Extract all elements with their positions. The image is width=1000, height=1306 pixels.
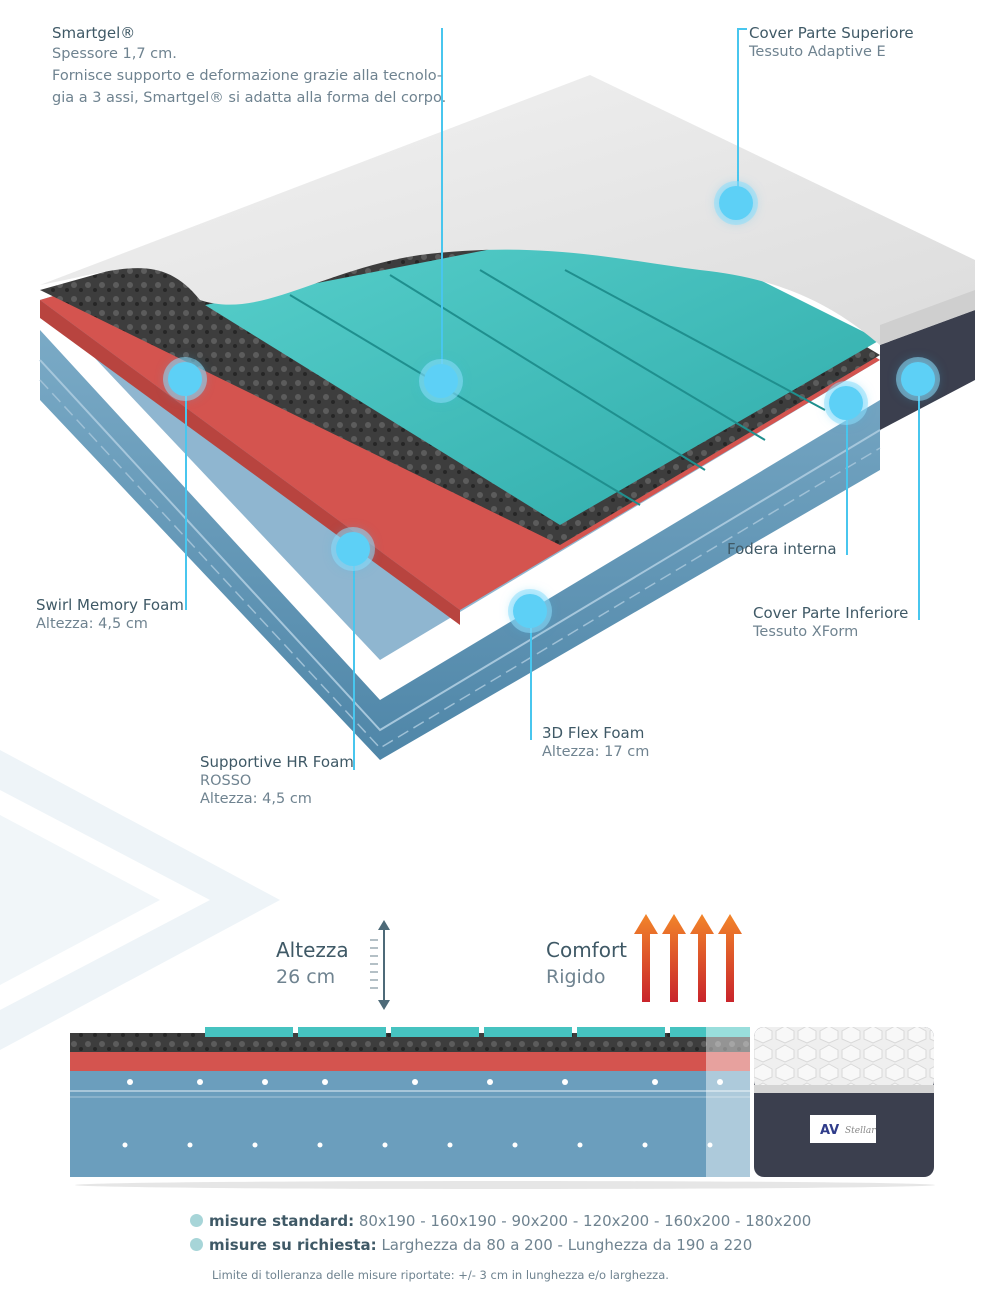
svg-text:AV: AV (820, 1123, 839, 1138)
standard-sizes-label: misure standard: (209, 1212, 355, 1230)
flex3d-sub: Altezza: 17 cm (542, 744, 650, 760)
cover-top-label: Cover Parte Superiore Tessuto Adaptive E (749, 24, 914, 60)
swirl-title: Swirl Memory Foam (36, 596, 184, 614)
cover-top-sub: Tessuto Adaptive E (749, 44, 886, 60)
fodera-label: Fodera interna (727, 540, 837, 558)
height-arrow-icon (370, 920, 390, 1010)
custom-sizes-bullet (190, 1238, 203, 1251)
smartgel-line-1: Spessore 1,7 cm. (52, 46, 177, 62)
mattress-cross-section: AV Stellar (70, 1027, 935, 1189)
comfort-value: Rigido (546, 966, 606, 988)
smartgel-label: Smartgel® Spessore 1,7 cm. Fornisce supp… (52, 24, 446, 109)
hr-leader-line (353, 555, 355, 770)
comfort-title: Comfort (546, 938, 628, 962)
fodera-callout-dot (829, 386, 863, 420)
cover-bottom-title: Cover Parte Inferiore (753, 604, 909, 622)
height-title: Altezza (276, 938, 349, 962)
cover-bottom-sub: Tessuto XForm (753, 624, 859, 640)
swirl-sub: Altezza: 4,5 cm (36, 616, 148, 632)
fodera-leader-line (846, 410, 848, 555)
swirl-leader-line (185, 385, 187, 610)
hr-title: Supportive HR Foam (200, 753, 354, 771)
hr-sub-2: Altezza: 4,5 cm (200, 791, 312, 807)
standard-sizes-bullet (190, 1214, 203, 1227)
cover-top-title: Cover Parte Superiore (749, 24, 914, 42)
svg-text:Stellar: Stellar (845, 1126, 876, 1136)
hr-callout-dot (336, 532, 370, 566)
hr-label: Supportive HR Foam ROSSO Altezza: 4,5 cm (200, 753, 354, 807)
smartgel-title: Smartgel® (52, 24, 136, 42)
smartgel-line-2: Fornisce supporto e deformazione grazie … (52, 68, 443, 84)
swirl-label: Swirl Memory Foam Altezza: 4,5 cm (36, 596, 184, 632)
comfort-spec: Comfort Rigido (546, 938, 627, 988)
cover-bottom-callout-dot (901, 362, 935, 396)
flex3d-leader-line (530, 620, 532, 740)
fodera-title: Fodera interna (727, 540, 837, 558)
custom-sizes-label: misure su richiesta: (209, 1236, 377, 1254)
custom-sizes-value: Larghezza da 80 a 200 - Lunghezza da 190… (381, 1236, 753, 1254)
flex3d-label: 3D Flex Foam Altezza: 17 cm (542, 724, 649, 760)
tolerance-note: Limite di tolleranza delle misure riport… (212, 1268, 669, 1282)
background-chevron-decoration (0, 750, 280, 1050)
custom-sizes-row: misure su richiesta: Larghezza da 80 a 2… (190, 1236, 752, 1254)
comfort-arrows-icon (634, 914, 742, 1002)
height-spec: Altezza 26 cm (276, 938, 349, 988)
swirl-callout-dot (168, 362, 202, 396)
flex3d-callout-dot (513, 594, 547, 628)
standard-sizes-row: misure standard: 80x190 - 160x190 - 90x2… (190, 1212, 811, 1230)
cover-bottom-leader-line (918, 385, 920, 620)
cover-bottom-label: Cover Parte Inferiore Tessuto XForm (753, 604, 908, 640)
smartgel-callout-dot (424, 364, 458, 398)
cover-top-callout-dot (719, 186, 753, 220)
cover-top-leader-line (737, 28, 739, 200)
smartgel-leader-line (441, 28, 443, 378)
cover-top-leader-tick (737, 28, 747, 30)
smartgel-line-3: gia a 3 assi, Smartgel® si adatta alla f… (52, 90, 447, 106)
hr-sub-1: ROSSO (200, 773, 252, 789)
standard-sizes-value: 80x190 - 160x190 - 90x200 - 120x200 - 16… (358, 1212, 812, 1230)
flex3d-title: 3D Flex Foam (542, 724, 645, 742)
height-value: 26 cm (276, 966, 336, 988)
